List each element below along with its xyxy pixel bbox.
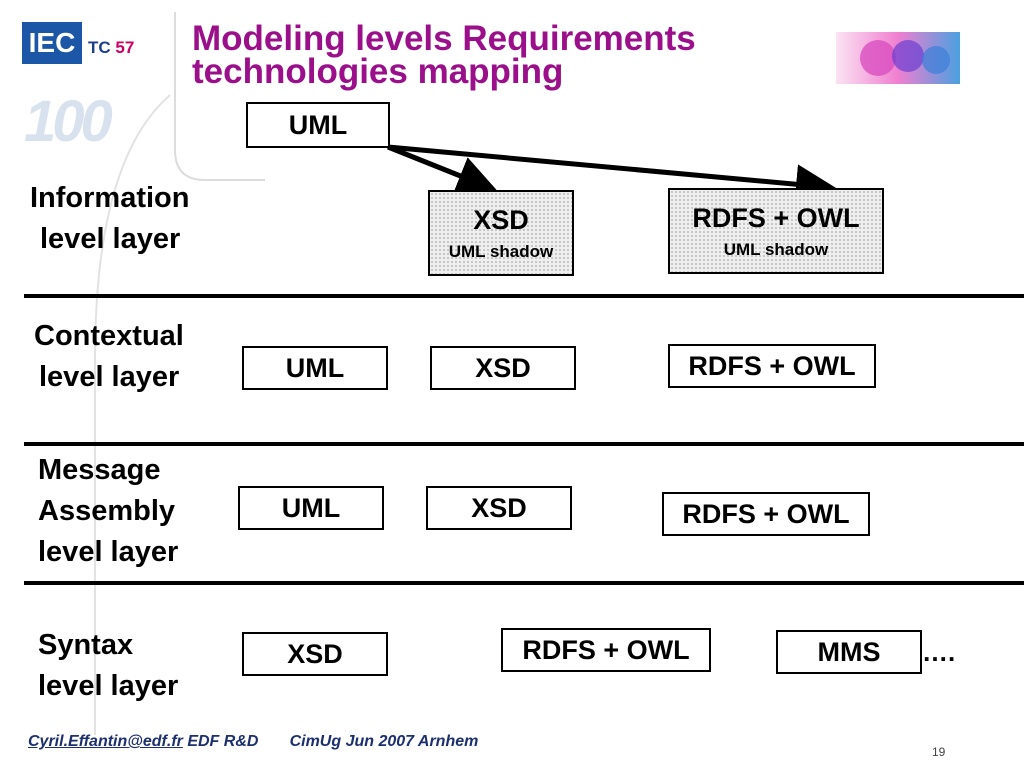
rdfs-owl-uml-shadow-box: RDFS + OWL UML shadow [668, 188, 884, 274]
box-label: UML [285, 352, 345, 383]
layer-separator [24, 442, 1024, 446]
box-label: RDFS + OWL [688, 350, 856, 381]
contextual-rdfs-owl-box: RDFS + OWL [668, 344, 876, 388]
tc-number: 57 [115, 38, 135, 57]
tc-prefix: TC [88, 38, 111, 57]
box-label: UML [281, 492, 341, 523]
message-xsd-box: XSD [426, 486, 572, 530]
box-label: RDFS + OWL [522, 634, 690, 665]
contextual-uml-box: UML [242, 346, 388, 390]
uml-source-label: UML [288, 109, 348, 140]
layer-label-syntax: Syntax level layer [38, 625, 178, 707]
footer-org: EDF R&D [187, 733, 259, 750]
layer-label-line: level layer [38, 536, 179, 568]
layer-label-message-assembly: Message Assembly level layer [38, 450, 178, 573]
layer-label-line: Assembly [38, 495, 176, 527]
layer-label-information: Information level layer [30, 178, 190, 260]
xsd-label: XSD [473, 204, 529, 235]
syntax-xsd-box: XSD [242, 632, 388, 676]
arrow-uml-to-rdfs [387, 144, 836, 205]
footer-event: CimUg Jun 2007 Arnhem [289, 733, 479, 750]
slide-title: Modeling levels Requirements technologie… [192, 19, 832, 91]
message-uml-box: UML [238, 486, 384, 530]
page-number: 19 [932, 745, 946, 759]
header-decorative-image [836, 32, 960, 84]
uml-shadow-label: UML shadow [448, 241, 554, 261]
uml-shadow-label: UML shadow [723, 239, 829, 259]
title-line-1: Modeling levels Requirements [192, 19, 696, 58]
layer-label-line: Syntax [38, 629, 134, 661]
xsd-uml-shadow-box: XSD UML shadow [428, 190, 574, 276]
tc-label: TC 57 [88, 38, 134, 58]
footer: Cyril.Effantin@edf.fr EDF R&D CimUg Jun … [28, 733, 478, 751]
title-line-2: technologies mapping [192, 52, 564, 91]
layer-label-line: level layer [40, 223, 181, 255]
iec-100-emblem: 100 [24, 89, 113, 154]
layer-separator [24, 581, 1024, 585]
layer-label-line: Contextual [34, 320, 184, 352]
box-label: XSD [475, 352, 531, 383]
box-label: RDFS + OWL [682, 498, 850, 529]
layer-label-line: Information [30, 182, 190, 214]
box-label: XSD [471, 492, 527, 523]
contextual-xsd-box: XSD [430, 346, 576, 390]
ellipsis-more: …. [922, 637, 956, 667]
iec-logo: IEC [22, 22, 82, 64]
layer-label-line: Message [38, 454, 161, 486]
syntax-rdfs-owl-box: RDFS + OWL [501, 628, 711, 672]
uml-source-box: UML [246, 102, 390, 148]
layer-separator [24, 294, 1024, 298]
layer-label-line: level layer [39, 361, 180, 393]
author-email-link[interactable]: Cyril.Effantin@edf.fr [28, 733, 183, 750]
rdfs-owl-label: RDFS + OWL [692, 202, 860, 233]
box-label: MMS [817, 636, 881, 667]
layer-label-line: level layer [38, 670, 179, 702]
arrow-uml-to-xsd [387, 144, 498, 195]
layer-label-contextual: Contextual level layer [34, 316, 184, 398]
syntax-mms-box: MMS [776, 630, 922, 674]
message-rdfs-owl-box: RDFS + OWL [662, 492, 870, 536]
box-label: XSD [287, 638, 343, 669]
